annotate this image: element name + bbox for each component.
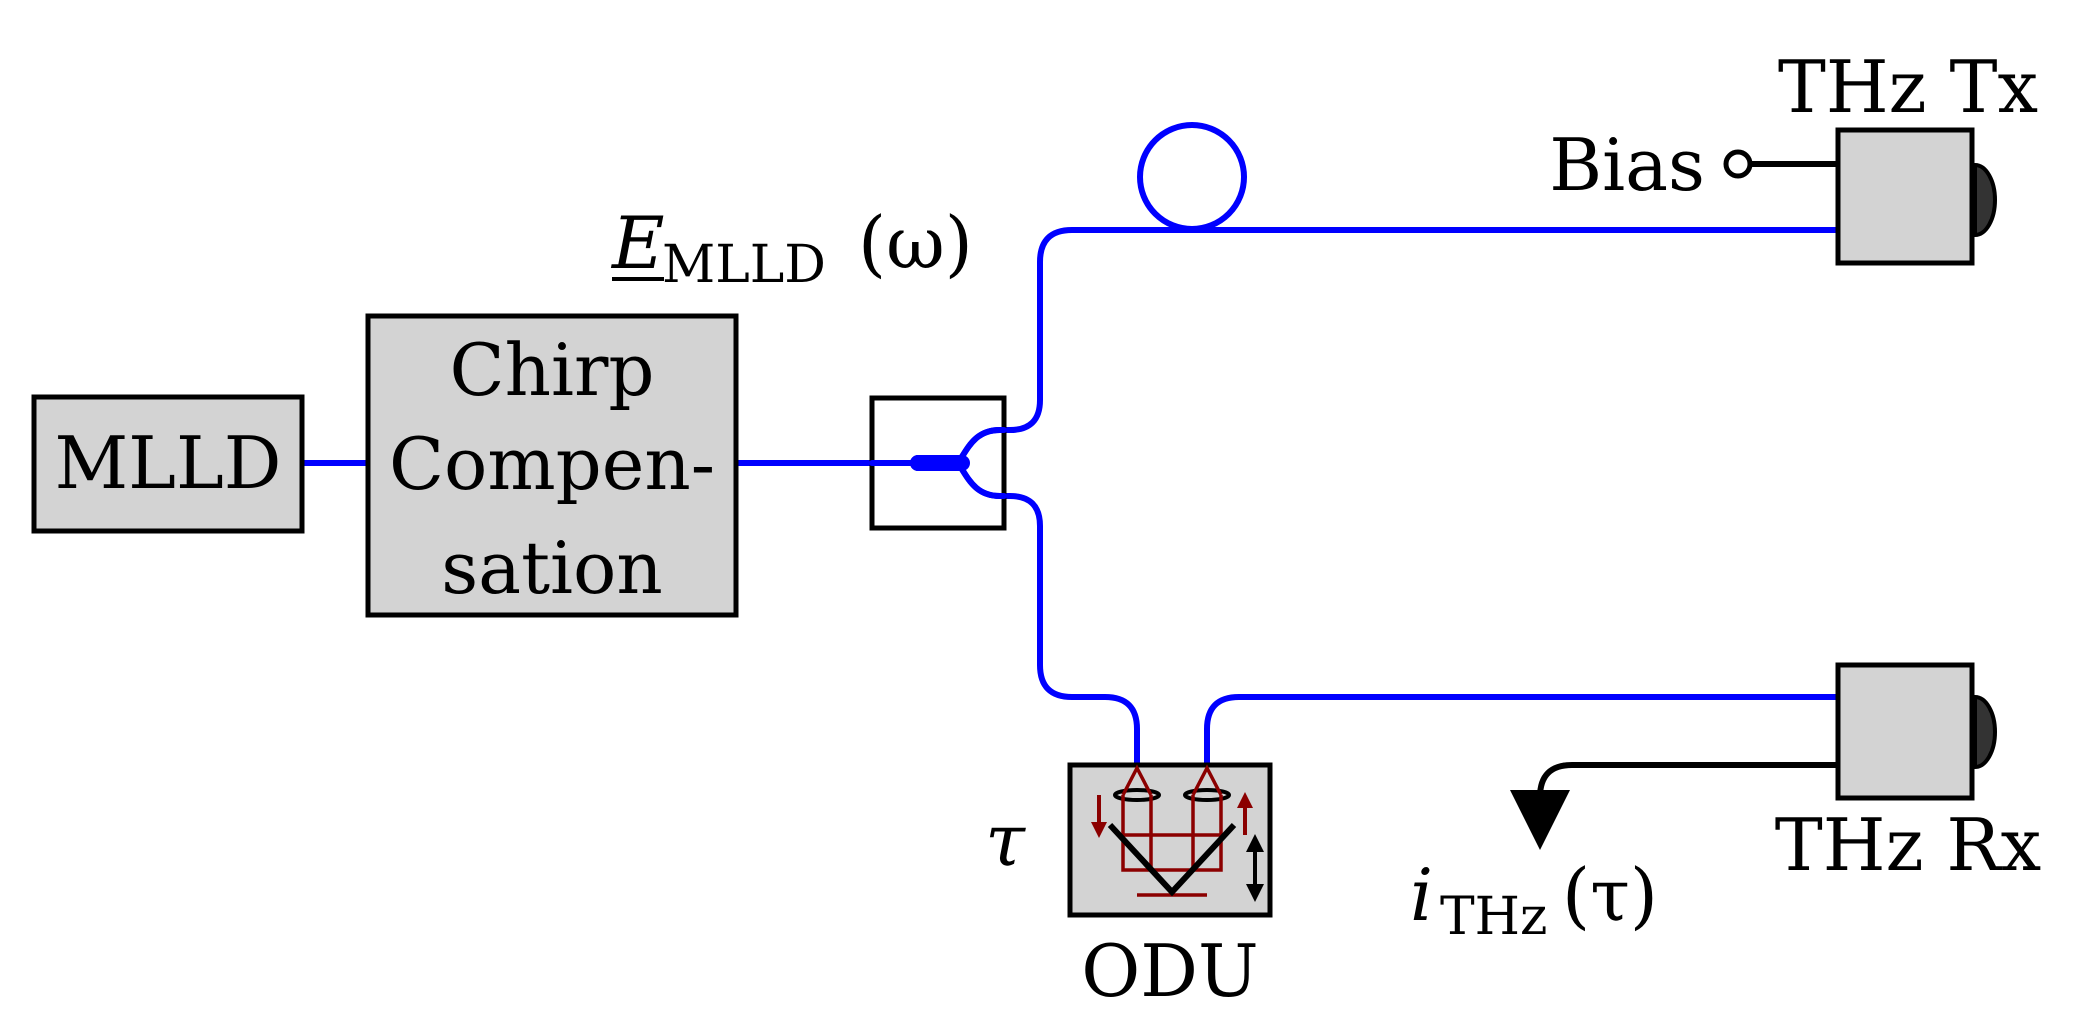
field-symbol: E <box>610 201 665 285</box>
field-label: E MLLD (ω) <box>610 201 973 295</box>
thz-tx-antenna-lens <box>1973 162 1997 238</box>
tau-label: τ <box>985 798 1026 882</box>
thz-tx-block <box>1835 127 1997 266</box>
chirp-label-line2: Compen- <box>389 422 715 506</box>
odu-translation-arrow-bottom <box>1246 884 1264 902</box>
field-argument: (ω) <box>858 201 973 285</box>
current-subscript: THz <box>1440 887 1547 947</box>
bias-label: Bias <box>1549 123 1705 207</box>
odu-translation-arrow-top <box>1246 834 1264 852</box>
thz-rx-block <box>1835 662 1997 801</box>
current-label: i THz (τ) <box>1410 853 1658 947</box>
odu-lens-right <box>1183 788 1231 802</box>
odu-beam-grid <box>1121 833 1223 897</box>
mlld-block: MLLD <box>31 394 305 534</box>
chirp-label-line3: sation <box>441 526 663 610</box>
fiber-upper-branch <box>955 227 1841 466</box>
odu-block <box>1067 762 1273 918</box>
odu-red-arrow-down-head <box>1091 822 1107 838</box>
thz-tx-label: THz Tx <box>1778 45 2038 129</box>
odu-beam-right <box>1191 764 1223 837</box>
fiber-loop <box>1137 122 1247 232</box>
thz-rx-antenna-lens <box>1973 694 1997 770</box>
fiber-odu-to-rx <box>1204 694 1841 768</box>
current-symbol: i <box>1410 853 1433 937</box>
odu-label: ODU <box>1081 929 1258 1013</box>
odu-red-arrow-up-head <box>1237 792 1253 808</box>
coupler-fiber-up <box>955 427 1007 466</box>
coupler-fiber-down <box>955 460 1007 499</box>
odu-retroreflector <box>1107 822 1237 897</box>
odu-beam-left <box>1121 764 1153 837</box>
chirp-compensation-block: Chirp Compen- sation <box>365 313 739 618</box>
field-subscript: MLLD <box>662 235 826 295</box>
thz-rx-label: THz Rx <box>1775 803 2041 887</box>
odu-lens-left <box>1113 788 1161 802</box>
bias-terminal <box>1723 149 1753 179</box>
current-output-wire <box>1510 762 1838 850</box>
chirp-label-line1: Chirp <box>450 328 655 412</box>
mlld-label: MLLD <box>54 421 281 505</box>
current-argument: (τ) <box>1562 853 1658 937</box>
